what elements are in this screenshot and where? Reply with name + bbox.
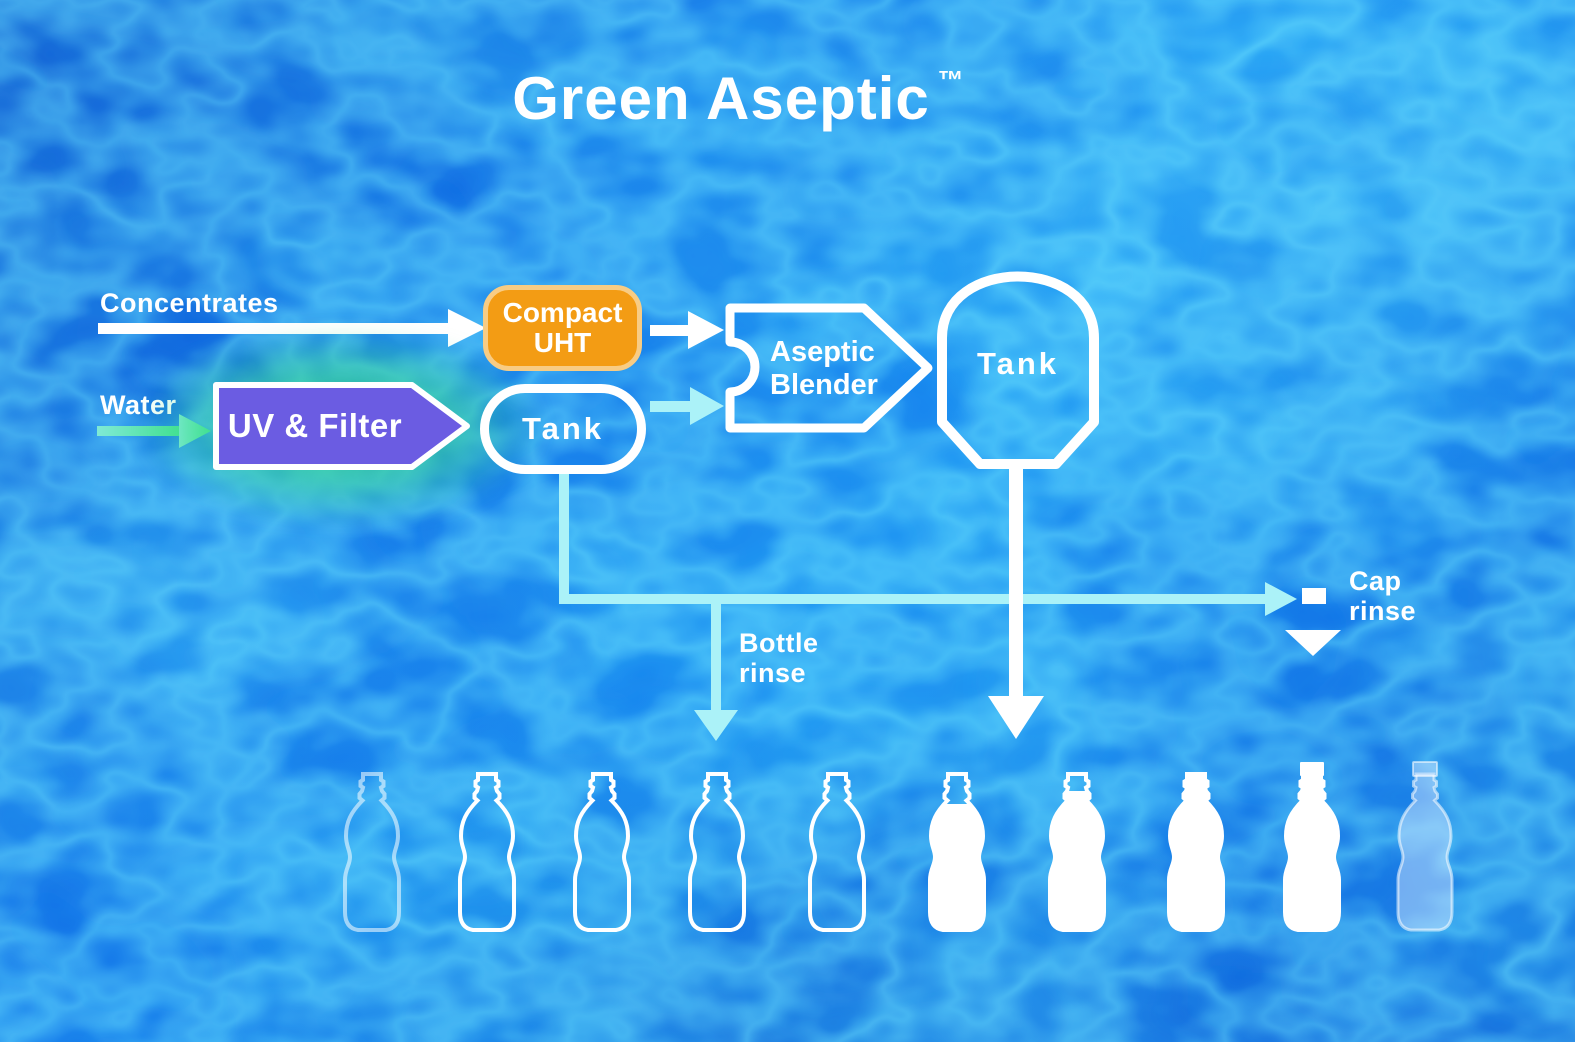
node-aseptic-blender: Aseptic Blender [770,336,878,402]
pipe-bottle-branch [711,600,721,712]
cap-rinse-line2: rinse [1349,596,1417,627]
arrowhead-big-tank [988,696,1044,739]
small-tank-label: Tank [521,411,605,446]
arrowhead-cap-rinse [1265,582,1297,616]
bottle-4-empty [688,772,746,932]
bottle-6-filling [928,772,986,932]
arrowhead-bottle-rinse [694,710,738,741]
node-compact-uht: Compact UHT [483,285,642,371]
funnel-icon [1285,630,1341,656]
bottle-rinse-line2: rinse [739,658,807,689]
trademark-symbol: ™ [937,65,966,95]
aseptic-blender-line1: Aseptic [770,336,875,368]
aseptic-blender-shape [725,303,933,433]
bottle-7-filling [1048,772,1106,932]
pipe-small-tank-down [559,470,569,600]
arrow-concentrates [98,309,486,347]
bottle-5-empty [808,772,866,932]
cap-rinse-line1: Cap [1349,566,1402,596]
big-tank-shape [937,271,1099,469]
title-text: Green Aseptic [512,65,930,132]
label-bottle-rinse: Bottle rinse [739,628,819,688]
node-small-tank: Tank [480,384,646,474]
node-uv-filter: UV & Filter [227,407,403,444]
compact-uht-line2: UHT [533,327,592,358]
pipe-main-horizontal [559,594,1265,604]
cap-icon [1302,588,1326,604]
compact-uht-line1: Compact [502,297,623,329]
bottle-10-finished-ghost [1396,761,1454,932]
bottle-8-filled [1167,772,1225,932]
bottle-9-capped [1283,762,1341,932]
bottle-3-empty [573,772,631,932]
label-cap-rinse: Cap rinse [1349,566,1416,626]
bottle-2-empty [458,772,516,932]
arrow-tank-to-blender [650,387,724,425]
bottles-row [0,760,1575,950]
node-big-tank: Tank [976,346,1060,381]
bottle-rinse-line1: Bottle [739,628,819,658]
pipe-big-tank-down [1009,460,1023,698]
label-concentrates: Concentrates [100,288,279,318]
aseptic-blender-line2: Blender [770,369,878,402]
bottle-1-empty [343,772,401,932]
arrow-uht-to-blender [650,311,724,349]
uv-filter-shape [213,382,470,470]
